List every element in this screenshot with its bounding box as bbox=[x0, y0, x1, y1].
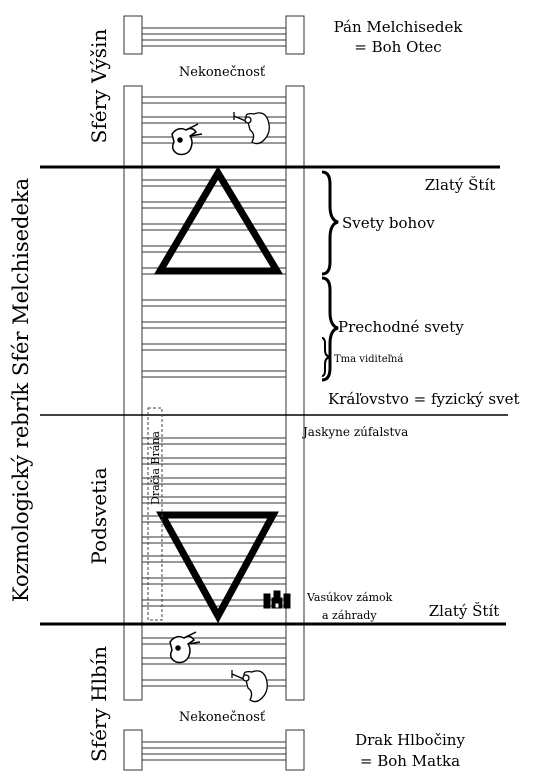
visible-darkness-label: Tma viditeľná bbox=[334, 354, 403, 365]
castle-label-line2: a záhrady bbox=[322, 609, 377, 622]
angel-trumpet-icon bbox=[233, 112, 270, 145]
ladder-bottom-segment bbox=[123, 729, 305, 771]
top-name-line2: = Boh Otec bbox=[354, 38, 441, 56]
dragon-icon bbox=[171, 123, 203, 156]
brace-transitional-worlds bbox=[321, 276, 339, 382]
bottom-infinity: Nekonečnosť bbox=[179, 710, 266, 725]
angel-trumpet-icon bbox=[231, 670, 268, 703]
caves-of-despair-label: Jaskyne zúfalstva bbox=[301, 425, 408, 439]
dragon-icon bbox=[169, 631, 201, 664]
downward-triangle bbox=[156, 511, 279, 624]
side-label-middle: Podsvetia bbox=[87, 467, 111, 564]
castle-label-line1: Vasúkov zámok bbox=[306, 591, 393, 604]
bottom-name-line1: Drak Hlbočiny bbox=[355, 731, 465, 749]
kingdom-label: Kráľovstvo = fyzický svet bbox=[328, 390, 520, 408]
top-name-line1: Pán Melchisedek bbox=[334, 18, 464, 36]
golden-shield-lower: Zlatý Štít bbox=[429, 602, 500, 620]
brace-worlds-of-gods bbox=[321, 170, 339, 276]
top-infinity: Nekonečnosť bbox=[179, 65, 266, 80]
bottom-name-line2: = Boh Matka bbox=[360, 752, 460, 770]
castle-icon bbox=[263, 590, 291, 609]
upward-triangle bbox=[153, 166, 284, 275]
golden-shield-upper: Zlatý Štít bbox=[425, 176, 496, 194]
vertical-title: Kozmologický rebrík Sfér Melchisedeka bbox=[9, 178, 33, 602]
brace-visible-darkness bbox=[321, 337, 331, 377]
side-label-bottom: Sféry Hlbín bbox=[87, 646, 111, 762]
transitional-worlds-label: Prechodné svety bbox=[338, 318, 464, 336]
ladder-top-segment bbox=[123, 15, 305, 55]
dragon-gate-box bbox=[147, 407, 163, 621]
worlds-of-gods-label: Svety bohov bbox=[342, 214, 435, 232]
dragon-gate-label: Dračia Brána bbox=[149, 431, 162, 505]
side-label-top: Sféry Výšin bbox=[87, 29, 111, 144]
